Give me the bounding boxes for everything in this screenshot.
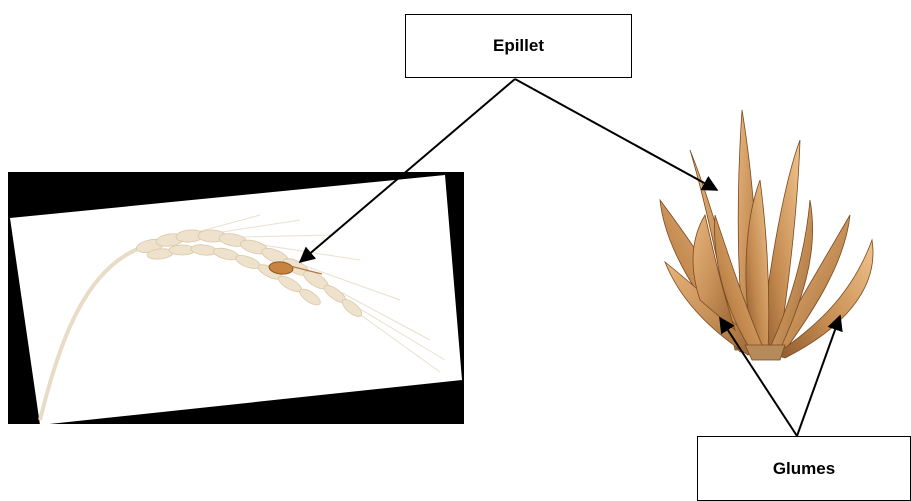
epillet-label: Epillet [492,36,544,55]
wheat-grains [135,229,363,318]
arrow-epillet-to-wheat [298,78,516,264]
arrow-glumes-left [719,316,798,437]
wheat-photo-paper [10,175,462,425]
wheat-stem [38,246,141,421]
arrow-glumes-right [796,314,843,437]
epillet-label-box: Epillet [405,14,632,78]
highlighted-spikelet [268,261,294,275]
oat-spikelet-base [744,344,786,361]
arrow-epillet-to-oat [514,78,719,191]
highlighted-spikelet-awn [289,265,323,275]
oat-glumes [659,109,874,359]
glumes-label-box: Glumes [697,436,911,501]
glumes-label: Glumes [772,458,836,478]
